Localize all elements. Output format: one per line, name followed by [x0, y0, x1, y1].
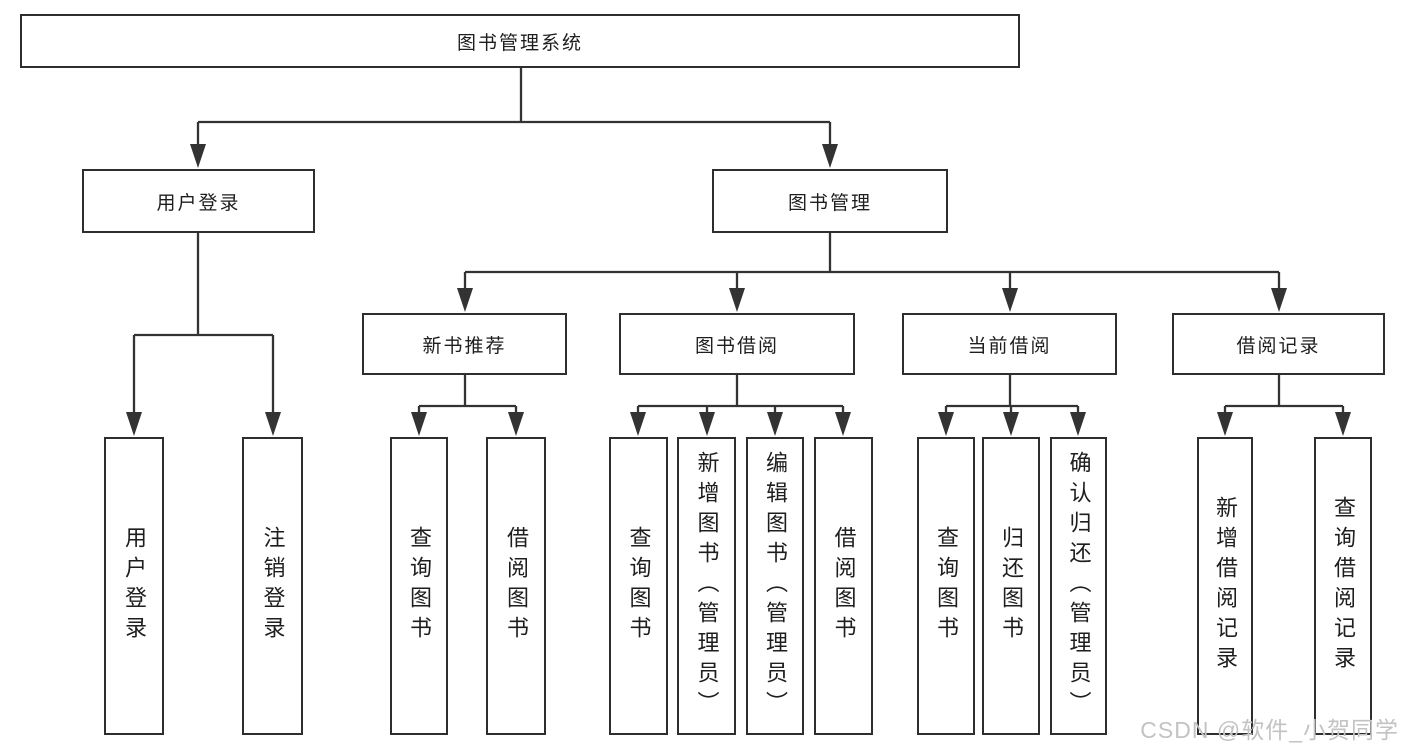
leaf-cb-confirm-return-admin: 确认归还（管理员）	[1050, 437, 1107, 735]
leaf-user-login-label: 用户登录	[122, 526, 147, 646]
leaf-bb-edit-books-admin: 编辑图书（管理员）	[746, 437, 804, 735]
leaf-user-login: 用户登录	[104, 437, 164, 735]
leaf-bb-edit-books-admin-label: 编辑图书（管理员）	[763, 451, 788, 721]
leaf-cb-return-books: 归还图书	[982, 437, 1040, 735]
leaf-rec-borrow-books: 借阅图书	[486, 437, 546, 735]
leaf-br-add-record-label: 新增借阅记录	[1213, 496, 1238, 676]
leaf-logout-login-label: 注销登录	[260, 526, 286, 646]
leaf-br-add-record: 新增借阅记录	[1197, 437, 1253, 735]
node-book-management-label: 图书管理	[787, 192, 872, 214]
leaf-br-query-record-label: 查询借阅记录	[1331, 496, 1356, 676]
leaf-bb-borrow-books-label: 借阅图书	[831, 526, 857, 646]
node-user-login: 用户登录	[82, 169, 315, 233]
leaf-bb-add-books-admin-label: 新增图书（管理员）	[694, 451, 720, 721]
node-book-management: 图书管理	[712, 169, 948, 233]
node-book-borrowing-label: 图书借阅	[694, 335, 779, 357]
leaf-bb-add-books-admin: 新增图书（管理员）	[677, 437, 736, 735]
leaf-cb-confirm-return-admin-label: 确认归还（管理员）	[1066, 451, 1092, 721]
node-current-borrowing: 当前借阅	[902, 313, 1117, 375]
connector-paths	[132, 68, 1345, 416]
node-book-borrowing: 图书借阅	[619, 313, 855, 375]
leaf-rec-borrow-books-label: 借阅图书	[504, 526, 529, 646]
leaf-br-query-record: 查询借阅记录	[1314, 437, 1372, 735]
leaf-bb-query-books-label: 查询图书	[626, 526, 652, 646]
node-borrowing-records: 借阅记录	[1172, 313, 1385, 375]
leaf-cb-return-books-label: 归还图书	[999, 526, 1024, 646]
leaf-rec-query-books: 查询图书	[390, 437, 448, 735]
arrowheads	[126, 144, 1351, 436]
node-new-book-recommend: 新书推荐	[362, 313, 567, 375]
csdn-watermark: CSDN @软件_小贺同学	[1140, 717, 1399, 743]
leaf-bb-query-books: 查询图书	[609, 437, 668, 735]
node-borrowing-records-label: 借阅记录	[1236, 335, 1321, 357]
leaf-logout-login: 注销登录	[242, 437, 303, 735]
node-library-system-label: 图书管理系统	[456, 32, 583, 54]
node-current-borrowing-label: 当前借阅	[967, 335, 1052, 357]
leaf-cb-query-books: 查询图书	[917, 437, 975, 735]
node-library-system: 图书管理系统	[20, 14, 1020, 68]
leaf-bb-borrow-books: 借阅图书	[814, 437, 873, 735]
node-new-book-recommend-label: 新书推荐	[422, 335, 507, 357]
leaf-rec-query-books-label: 查询图书	[407, 526, 432, 646]
node-user-login-label: 用户登录	[156, 192, 241, 214]
leaf-cb-query-books-label: 查询图书	[934, 526, 959, 646]
